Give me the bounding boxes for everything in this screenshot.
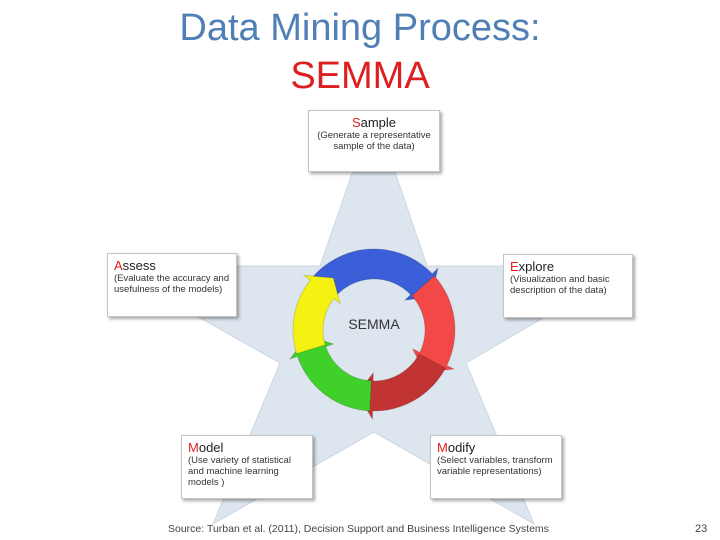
model-description: (Use variety of statistical and machine … (188, 455, 291, 488)
assess-heading: Assess (114, 258, 156, 273)
modify-heading: Modify (437, 440, 476, 455)
explore-heading: Explore (510, 259, 555, 274)
explore-box: Explore (Visualization and basic descrip… (503, 254, 633, 318)
title-line-1: Data Mining Process: (179, 7, 541, 49)
modify-box: Modify (Select variables, transform vari… (430, 435, 562, 499)
modify-description: (Select variables, transform variable re… (437, 455, 553, 477)
sample-box: Sample (Generate a representative sample… (308, 110, 440, 172)
assess-arrow (292, 274, 341, 355)
model-box: Model (Use variety of statistical and ma… (181, 435, 313, 499)
source-citation: Source: Turban et al. (2011), Decision S… (168, 523, 549, 535)
model-heading: Model (188, 440, 224, 455)
center-label: SEMMA (348, 316, 400, 332)
page-number: 23 (695, 523, 708, 535)
assess-box: Assess (Evaluate the accuracy and useful… (107, 253, 237, 317)
sample-description: (Generate a representative sample of the… (317, 130, 431, 152)
title-line-2: SEMMA (290, 55, 430, 97)
sample-arrow (311, 248, 439, 301)
sample-heading: Sample (351, 115, 397, 130)
assess-description: (Evaluate the accuracy and usefulness of… (114, 273, 230, 295)
explore-description: (Visualization and basic description of … (510, 274, 610, 296)
